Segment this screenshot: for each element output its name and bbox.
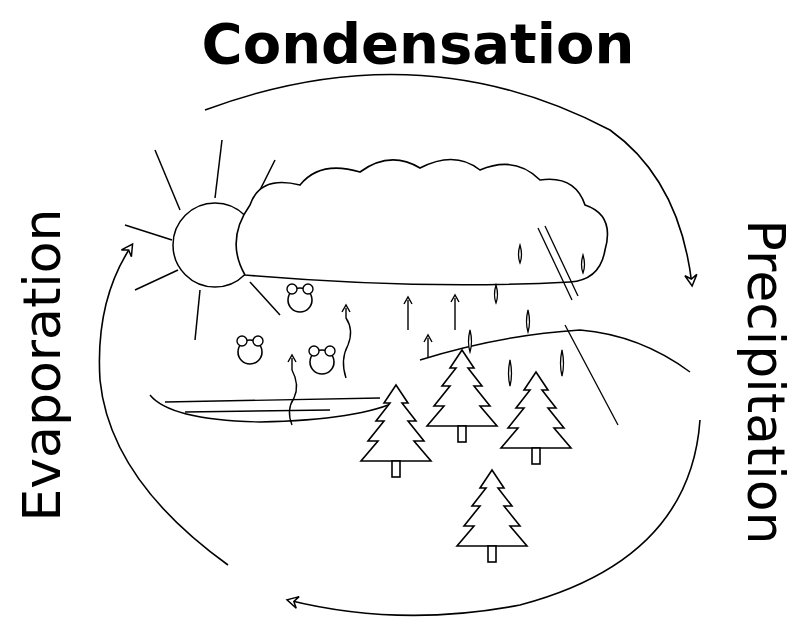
lake [150, 395, 400, 422]
stage-label-right: Precipitation [740, 219, 792, 544]
stage-label-top: Condensation [202, 16, 635, 72]
vapor-arrows [289, 298, 455, 425]
stage-label-left: Evaporation [16, 208, 68, 521]
cloud [236, 159, 607, 284]
cycle-arrows [99, 74, 700, 615]
